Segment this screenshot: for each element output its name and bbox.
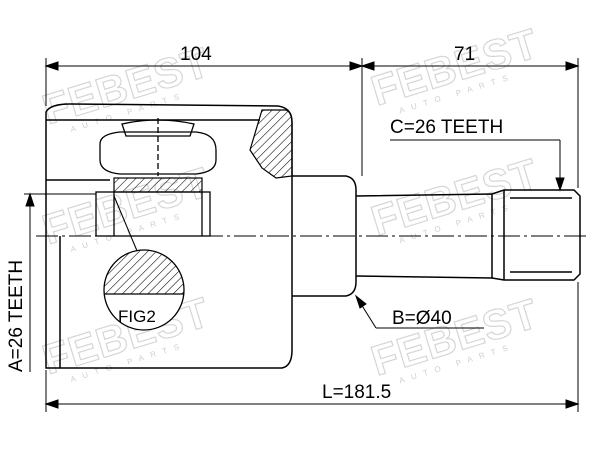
svg-text:FEBEST: FEBEST bbox=[366, 289, 544, 384]
watermark-low-right: FEBEST AUTO PARTS bbox=[365, 289, 544, 386]
dim-inner-spline: A=26 TEETH bbox=[6, 260, 27, 372]
dim-outer-spline: C=26 TEETH bbox=[390, 117, 503, 138]
housing-wall-section bbox=[249, 109, 293, 179]
fig2-label: FIG2 bbox=[118, 307, 156, 326]
dim-housing-length: 104 bbox=[180, 44, 212, 65]
dim-total-length: L=181.5 bbox=[322, 382, 391, 403]
watermark-top-right: FEBEST AUTO PARTS bbox=[365, 19, 544, 116]
spider-hub-section bbox=[113, 177, 203, 193]
svg-text:FEBEST: FEBEST bbox=[366, 19, 544, 114]
dim-shaft-length: 71 bbox=[454, 44, 475, 65]
fig2-leader bbox=[113, 195, 141, 259]
tripod-roller bbox=[99, 118, 217, 176]
spider-hub bbox=[95, 191, 211, 237]
dim-shaft-diameter: B=Ø40 bbox=[392, 308, 452, 329]
shaft bbox=[292, 175, 581, 297]
svg-text:FEBEST: FEBEST bbox=[366, 149, 544, 244]
svg-text:FEBEST: FEBEST bbox=[37, 158, 215, 253]
dimension-lines bbox=[24, 58, 580, 412]
